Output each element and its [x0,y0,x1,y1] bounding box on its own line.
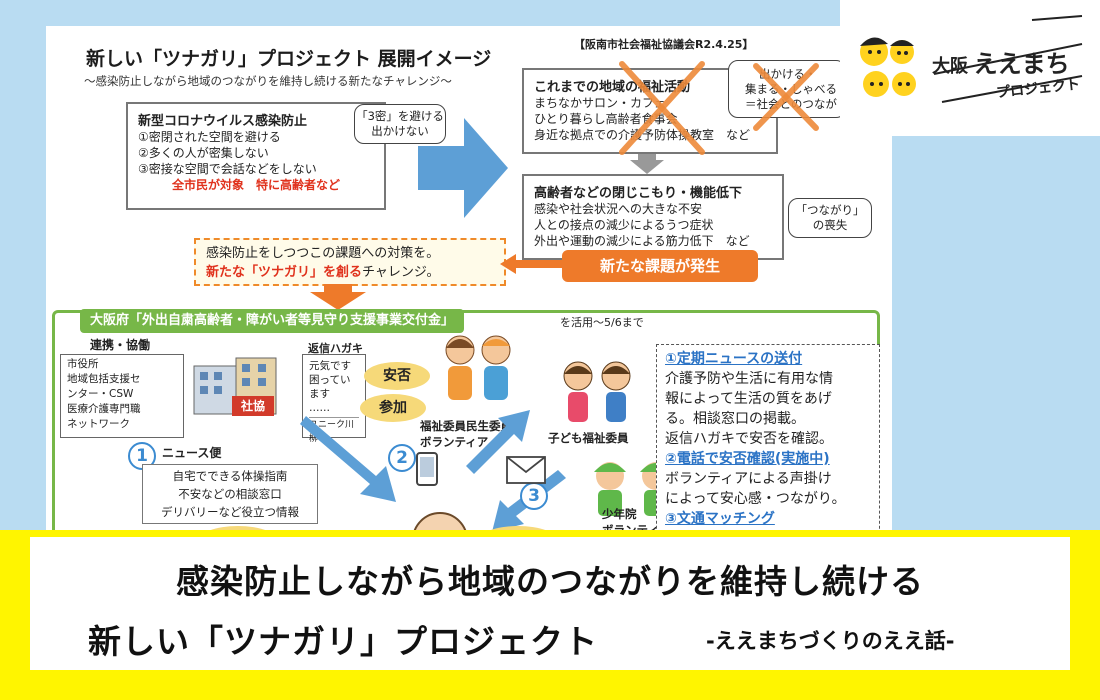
network-item: 市役所 [67,358,99,370]
news-mail-item: 不安などの相談窓口 [178,487,282,501]
network-item: ネットワーク [67,418,130,430]
logo-card: 大阪 ええまち プロジェクト [840,0,1100,136]
bubble-loss: 「つながり」 の喪失 [788,198,872,238]
envelope-icon [506,456,546,484]
challenge-red: 新たな「ツナガリ」を創る [206,265,363,280]
shakyo-sign: 社協 [232,396,274,416]
service-body: る。相談窓口の掲載。 [665,411,805,427]
ellipse-anpi: 安否 [364,362,430,390]
service-panel: ①定期ニュースの送付 介護予防や生活に有用な情 報によって生活の質をあげ る。相… [656,344,880,546]
network-item: 医療介護専門職 [67,403,141,415]
ellipse-sanka: 参加 [360,394,426,422]
corona-emphasis: 全市民が対象 特に高齢者など [171,178,340,192]
corona-box: 新型コロナウイルス感染防止 ①密閉された空間を避ける ②多くの人が密集しない ③… [126,102,386,210]
service-body: 介護予防や生活に有用な情 [665,371,833,387]
boys-label-line: 少年院 [602,507,637,521]
network-title: 連携・協働 [90,338,151,352]
logo-text: 大阪 ええまち [932,44,1070,79]
decline-item: 人との接点の減少によるうつ症状 [534,218,714,232]
challenge-line2: 新たな「ツナガリ」を創るチャレンジ。 [206,263,494,282]
bubble-line: の喪失 [812,218,848,232]
network-item: 地域包括支援セ [67,373,141,385]
headline-line2: 新しい「ツナガリ」プロジェクト [88,622,598,661]
document-sheet: 新しい「ツナガリ」プロジェクト 展開イメージ 〜感染防止しながら地域のつながりを… [46,26,892,546]
news-mail-item: デリバリーなど役立つ情報 [161,505,299,519]
corona-box-title: 新型コロナウイルス感染防止 [138,114,308,129]
arrow-down-icon [310,284,366,310]
grant-banner-suffix: を活用〜5/6まで [560,316,644,329]
document-subtitle: 〜感染防止しながら地域のつながりを維持し続ける新たなチャレンジ〜 [84,74,452,88]
child-people-illustration [563,361,631,422]
cross-mark-icon [753,63,819,131]
corona-item: ①密閉された空間を避ける [138,130,281,144]
corona-item: ③密接な空間で会話などをしない [138,162,317,176]
network-item: ンター・CSW [67,388,134,400]
welfare-label: 福祉委員民生委員 ボランティア [420,418,512,450]
news-mail-item: 自宅でできる体操指南 [172,469,288,483]
headline-tag: -ええまちづくりのええ話- [706,629,955,653]
service-head: ①定期ニュースの送付 [665,351,803,367]
past-item: 身近な拠点での介護予防体操教室 など [534,128,751,142]
phone-icon [416,452,438,486]
arrow-down-icon [630,154,664,174]
child-label: 子ども福祉委員 [548,431,629,445]
challenge-rest: チャレンジ。 [362,265,440,280]
bubble-line: 出かけない [371,124,429,138]
welfare-label-line: 福祉委員民生委員 [420,419,512,433]
new-issue-label: 新たな課題が発生 [562,250,758,282]
postcard-line: 元気です [309,360,351,372]
decline-box: 高齢者などの閉じこもり・機能低下 感染や社会状況への大きな不安 人との接点の減少… [522,174,784,260]
past-item: まちなかサロン・カフェ [534,96,667,110]
arrow-right-icon [418,118,508,218]
news-mail-title: ニュース便 [162,446,222,460]
volunteer-people-illustration [445,335,511,400]
document-source: 【阪南市社会福祉協議会R2.4.25】 [574,38,754,51]
service-body: 返信ハガキで安否を確認。 [665,431,833,447]
bubble-3mitsu: 「3密」を避ける 出かけない [354,104,446,144]
service-head: ③文通マッチング [665,511,775,527]
past-item: ひとり暮らし高齢者食事会 [534,112,678,126]
headline-line1: 感染防止しながら地域のつながりを維持し続ける [176,562,924,601]
postcard-line: 困ってい [309,374,351,386]
postcard-line: ます [309,388,330,400]
logo-line2: ええまち [973,50,1070,78]
step-2-badge: 2 [388,444,416,472]
challenge-box: 感染防止をしつつこの課題への対策を。 新たな「ツナガリ」を創るチャレンジ。 [194,238,506,286]
mascot-faces-logo [860,37,916,97]
grant-banner: 大阪府「外出自粛高齢者・障がい者等見守り支援事業交付金」 [80,309,465,333]
document-title: 新しい「ツナガリ」プロジェクト 展開イメージ [86,48,492,70]
decline-item: 外出や運動の減少による筋力低下 など [534,234,750,248]
network-box: 市役所 地域包括支援セ ンター・CSW 医療介護専門職 ネットワーク [60,354,184,438]
bubble-line: 「3密」を避ける [356,109,444,123]
corona-item: ②多くの人が密集しない [138,146,269,160]
decline-box-title: 高齢者などの閉じこもり・機能低下 [534,186,743,201]
service-body: 報によって生活の質をあげ [665,391,832,407]
service-body: ボランティアによる声掛け [665,471,832,487]
cross-mark-icon [619,61,705,155]
postcard-dots: …… [309,402,330,414]
challenge-line1: 感染防止をしつつこの課題への対策を。 [206,246,440,261]
past-box-title: これまでの地域の福祉活動 [534,80,691,95]
bubble-line: 「つながり」 [795,203,865,217]
decline-item: 感染や社会状況への大きな不安 [534,202,703,216]
postcard: 元気です 困ってい ます …… ユニーク川柳 [302,354,366,444]
welfare-label-line: ボランティア [420,435,489,449]
headline-card: 感染防止しながら地域のつながりを維持し続ける 新しい「ツナガリ」プロジェクト -… [30,537,1070,670]
service-head: ②電話で安否確認(実施中) [665,451,830,467]
arrow-left-icon [500,254,564,274]
postcard-footer: ユニーク川柳 [309,417,359,446]
grant-banner-main: 大阪府「外出自粛高齢者・障がい者等見守り支援事業交付金」 [90,313,455,328]
step-3-badge: 3 [520,482,548,510]
logo-underline [933,15,1083,103]
service-body: によって安心感・つながり。 [665,491,846,507]
news-mail-box: 自宅でできる体操指南 不安などの相談窓口 デリバリーなど役立つ情報 [142,464,318,524]
postcard-title: 返信ハガキ [308,342,363,355]
